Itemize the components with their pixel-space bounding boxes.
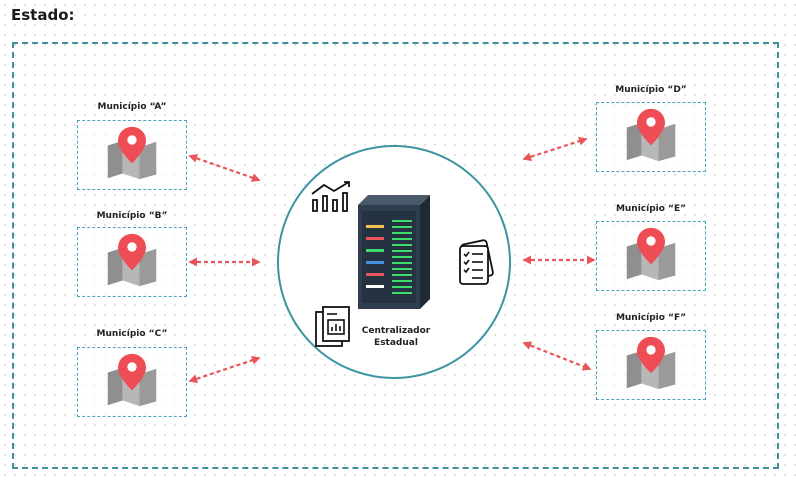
map-pin-icon xyxy=(104,232,160,293)
hub-label-line1: Centralizador xyxy=(361,326,431,336)
state-boundary xyxy=(12,42,779,469)
growth-chart-icon xyxy=(311,181,350,212)
checklist-icon xyxy=(459,239,494,285)
hub-label: Centralizador Estadual xyxy=(346,325,446,349)
municipality-d-box xyxy=(596,102,706,172)
map-pin-icon xyxy=(623,226,679,287)
municipality-b-box xyxy=(77,227,187,297)
arrow-c-hub xyxy=(188,356,261,383)
municipality-a-label: Município “A” xyxy=(97,102,167,112)
arrow-a-hub xyxy=(188,154,261,182)
arrow-d-hub xyxy=(522,136,588,162)
hub-label-line2: Estadual xyxy=(374,338,418,348)
municipality-f-box xyxy=(596,330,706,400)
arrow-f-hub xyxy=(522,341,592,371)
map-pin-icon xyxy=(104,125,160,186)
municipality-e-label: Município “E” xyxy=(615,204,687,214)
municipality-c-box xyxy=(77,347,187,417)
map-pin-icon xyxy=(623,335,679,396)
municipality-d-label: Município “D” xyxy=(615,85,687,95)
municipality-e-box xyxy=(596,221,706,291)
report-document-icon xyxy=(315,306,350,347)
server-rack-icon xyxy=(358,195,430,309)
map-pin-icon xyxy=(104,352,160,413)
municipality-c-label: Município “C” xyxy=(96,329,168,339)
municipality-f-label: Município “F” xyxy=(615,313,687,323)
municipality-a-box xyxy=(77,120,187,190)
diagram-title: Estado: xyxy=(11,6,75,24)
map-pin-icon xyxy=(623,107,679,168)
municipality-b-label: Município “B” xyxy=(96,211,168,221)
